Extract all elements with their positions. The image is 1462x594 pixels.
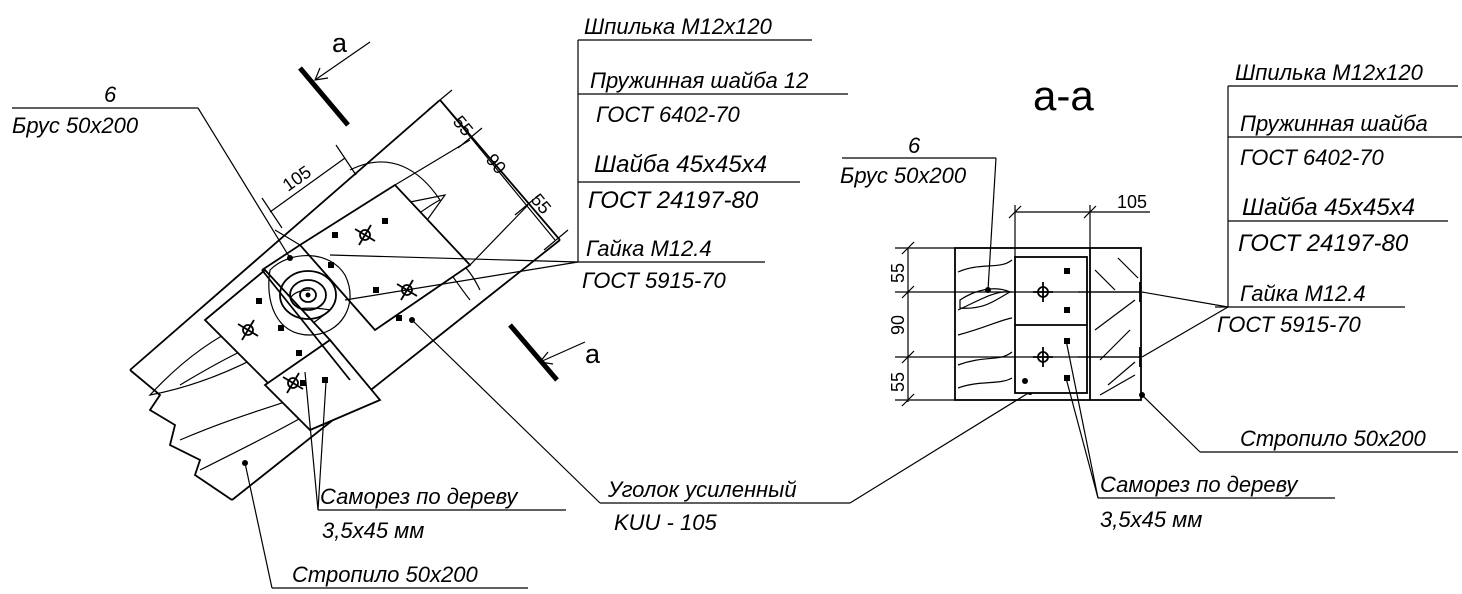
callout-washer: Шайба 45х45х4 [594,151,767,178]
callout-stud: Шпилька М12х120 [584,14,773,39]
section-cut-bottom [508,323,559,382]
section-dim-d3: 55 [888,372,908,392]
section-callout-washer: Шайба 45х45х4 [1242,194,1415,221]
left-view: 105 55 90 55 а а [12,14,850,589]
section-callout-rafter: Стропило 50х200 [1240,426,1426,451]
callout-spring-washer-std: ГОСТ 6402-70 [596,102,741,127]
left-nut-assembly [268,255,351,336]
left-screws [256,218,402,386]
plate-upper [298,183,472,332]
left-angle-plates [203,183,472,432]
rafter-edge-bottom [231,239,561,501]
callout-angle-code: KUU - 105 [614,510,717,535]
dim-d3: 55 [527,190,555,218]
callout-screw-size: 3,5х45 мм [322,518,424,543]
section-mark-bottom: а [585,339,601,369]
section-callout-nut-std: ГОСТ 5915-70 [1217,312,1362,337]
callout-angle: Уголок усиленный [607,477,797,502]
section-outline [954,247,1142,401]
section-callout-spring-washer: Пружинная шайба [1240,111,1428,136]
rafter-edge-end [439,99,561,241]
section-dim-d1: 55 [888,263,908,283]
left-rafter [129,99,561,501]
section-callout-screw: Саморез по дереву [1100,472,1299,497]
callout-washer-std: ГОСТ 24197-80 [588,187,759,214]
section-callout-nut: Гайка М12.4 [1240,281,1366,306]
section-dim-width: 105 [1117,192,1147,212]
dim-width: 105 [279,162,315,196]
callout-screw: Саморез по дереву [320,484,519,509]
callout-nut-std: ГОСТ 5915-70 [582,268,727,293]
section-callout-screw-size: 3,5х45 мм [1100,507,1202,532]
section-callout-stud: Шпилька М12х120 [1235,60,1424,85]
left-section-markers: а а [298,28,601,382]
section-dimensions: 55 90 55 105 [888,192,1150,407]
rafter-break-line [129,369,233,501]
nut-icon [289,279,327,311]
section-callout-beam-num: 6 [908,133,921,158]
section-mark-top: а [332,28,348,58]
section-view: а-а [840,60,1462,532]
left-leaders [12,39,850,589]
angle-callout: Уголок усиленный KUU - 105 [607,389,1033,535]
plate-fold-line [261,269,351,381]
callout-spring-washer: Пружинная шайба 12 [590,68,808,93]
callout-beam: Брус 50х200 [12,113,139,138]
section-callout-washer-std: ГОСТ 24197-80 [1238,230,1409,257]
rafter-edge-top [129,99,441,371]
section-cut-top [298,66,350,127]
section-dim-d2: 90 [888,315,908,335]
plate-lower [263,338,382,432]
callout-rafter: Стропило 50х200 [292,562,478,587]
stud-icon [299,287,317,303]
section-callout-spring-washer-std: ГОСТ 6402-70 [1240,145,1385,170]
section-callout-beam: Брус 50х200 [840,163,967,188]
section-title: а-а [1033,72,1094,119]
washer-icon [279,270,337,320]
callout-nut: Гайка М12.4 [586,236,712,261]
callout-beam-num: 6 [104,82,117,107]
section-leaders [842,85,1462,499]
